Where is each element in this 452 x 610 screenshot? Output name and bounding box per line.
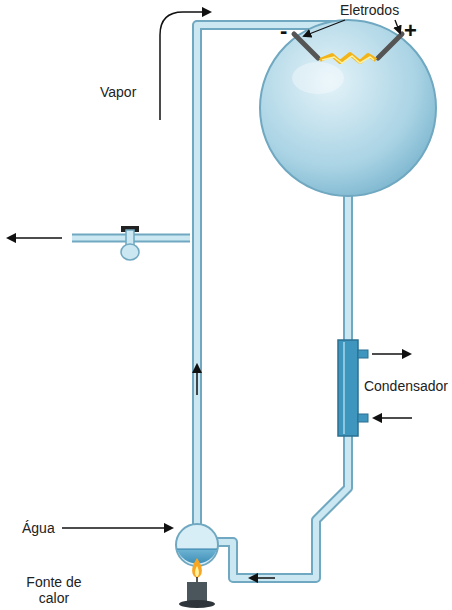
heat-source-candle (179, 558, 215, 608)
part-label: Vapor (100, 84, 136, 100)
part-label: Água (22, 520, 55, 536)
condenser (338, 340, 368, 436)
leader-lines (304, 20, 400, 36)
electrodes (294, 34, 402, 63)
stopcock (121, 226, 139, 260)
reaction-flask (260, 20, 436, 196)
part-label: Eletrodos (340, 2, 399, 18)
polarity-sign: - (280, 18, 287, 43)
part-label: Fonte de calor (18, 574, 90, 606)
flow-arrows (8, 12, 412, 578)
part-label: Condensador (364, 378, 448, 394)
polarity-sign: + (404, 18, 417, 43)
